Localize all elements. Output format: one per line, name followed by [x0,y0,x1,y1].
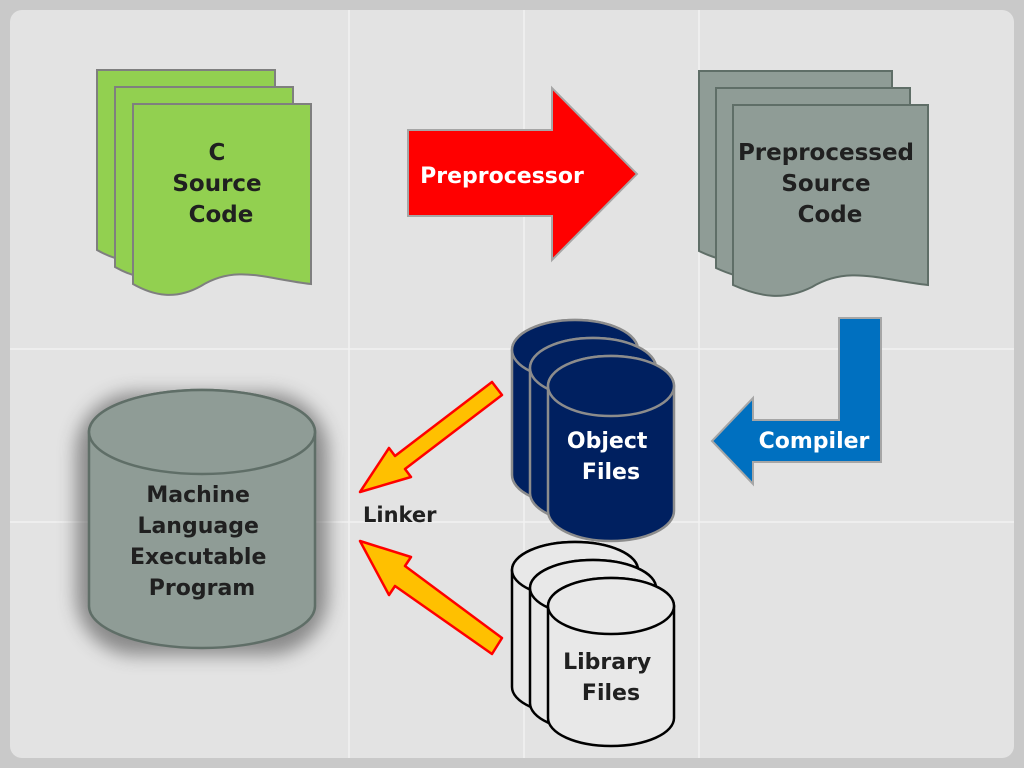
compiler-arrow [710,317,882,487]
executable-line-1: Machine [146,483,250,508]
library-files-cylinders [510,540,676,748]
object-files-label: Object Files [567,429,655,485]
executable-line-3: Executable [130,545,266,570]
library-files-line-1: Library [563,650,651,675]
source-label-line-1: C [209,140,226,166]
preprocessor-label: Preprocessor [420,164,584,189]
object-files-cylinders [510,318,676,543]
c-source-code-documents [96,69,312,296]
linker-arrow-from-object-files [358,380,504,494]
executable-program-cylinder [76,388,328,655]
compiler-label: Compiler [759,429,870,454]
library-files-line-2: Files [582,681,640,706]
executable-label: Machine Language Executable Program [130,483,274,601]
source-label-line-2: Source [172,171,261,197]
preprocessed-label-line-3: Code [798,202,863,228]
preprocessed-documents [698,70,929,297]
document-sheet [132,103,312,296]
object-files-line-1: Object [567,429,648,454]
executable-line-2: Language [137,514,258,539]
cylinder [546,576,676,748]
source-label: C Source Code [172,140,269,228]
cylinder [546,354,676,543]
preprocessed-label: Preprocessed Source Code [738,140,922,228]
preprocessed-label-line-2: Source [781,171,870,197]
document-sheet [732,104,929,297]
preprocessor-arrow [407,85,639,263]
preprocessed-label-line-1: Preprocessed [738,140,914,166]
linker-arrow-from-library-files [358,539,504,656]
source-label-line-3: Code [189,202,254,228]
executable-line-4: Program [149,576,255,601]
library-files-label: Library Files [563,650,659,706]
object-files-line-2: Files [582,460,640,485]
linker-label: Linker [363,503,437,527]
